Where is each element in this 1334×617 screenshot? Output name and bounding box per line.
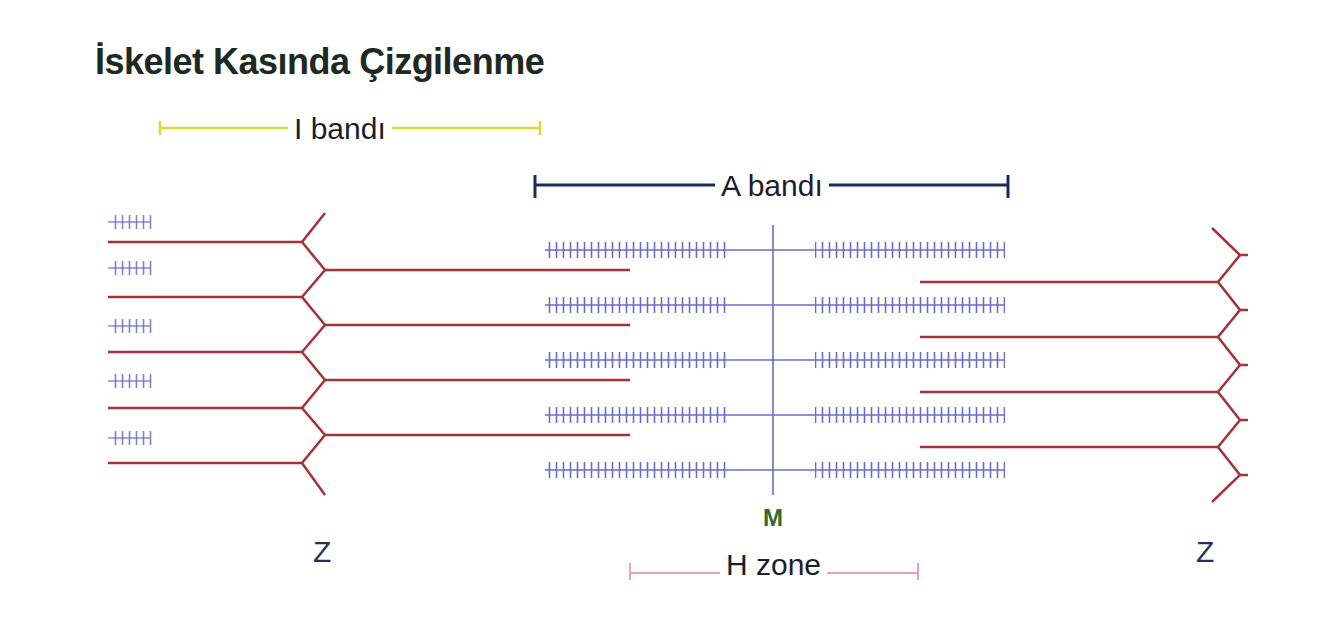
z-line-label: Z — [1196, 537, 1214, 567]
thin-filaments — [108, 213, 1248, 502]
thick-filaments — [108, 215, 1005, 495]
band-label: I bandı — [288, 114, 392, 144]
m-line-label: M — [763, 506, 783, 530]
band-label: A bandı — [715, 171, 829, 201]
diagram-title: İskelet Kasında Çizgilenme — [95, 44, 544, 80]
zone-label: H zone — [720, 550, 827, 580]
z-line-label: Z — [313, 537, 331, 567]
